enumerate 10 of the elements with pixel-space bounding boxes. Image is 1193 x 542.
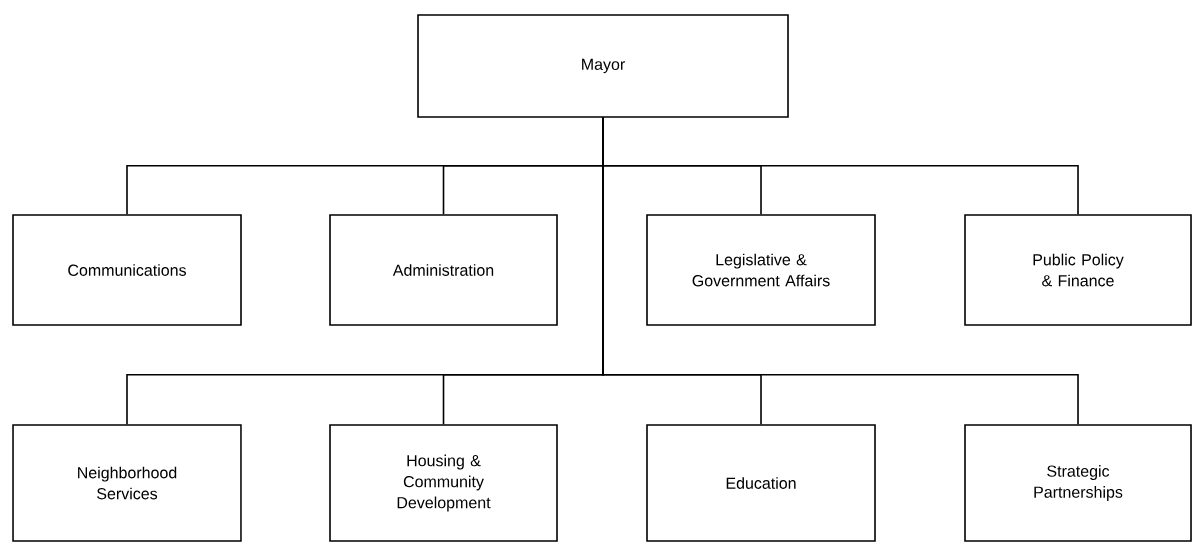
department-box: Public Policy & Finance — [964, 214, 1192, 326]
department-box: Housing & Community Development — [329, 424, 558, 542]
department-box: Legislative & Government Affairs — [646, 214, 876, 326]
connector-line — [602, 117, 1079, 425]
department-box: Neighborhood Services — [12, 424, 242, 542]
title-box: Mayor — [417, 14, 789, 118]
department-box: Education — [646, 424, 876, 542]
department-box: Strategic Partnerships — [964, 424, 1192, 542]
department-box: Communications — [12, 214, 242, 326]
department-box: Administration — [329, 214, 558, 326]
